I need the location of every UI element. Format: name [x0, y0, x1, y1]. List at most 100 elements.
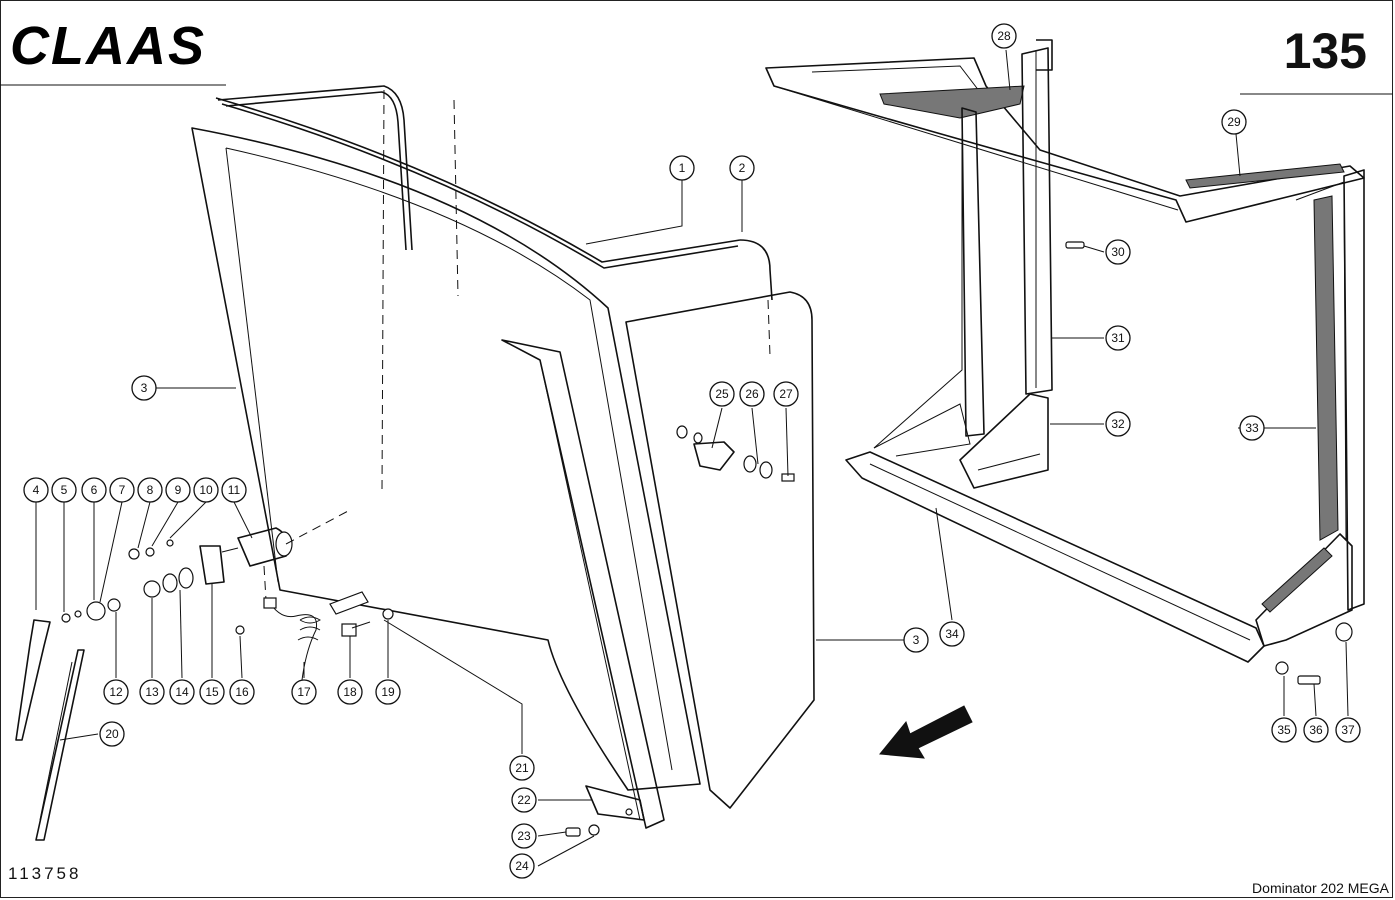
frame-top-rail [765, 57, 1365, 223]
frame-fasteners [1065, 241, 1353, 685]
callout-28: 28 [991, 23, 1017, 49]
svg-text:17: 17 [297, 685, 311, 699]
windscreen-glass-main [191, 127, 701, 791]
callout-20: 20 [99, 721, 125, 747]
frame-bottom-corner [1255, 533, 1353, 647]
callout-30: 30 [1105, 239, 1131, 265]
callout-18: 18 [337, 679, 363, 705]
windscreen-seal-side [381, 89, 773, 491]
callout-5: 5 [51, 477, 77, 503]
svg-text:9: 9 [175, 483, 182, 497]
model-name: Dominator 202 MEGA [1252, 880, 1389, 896]
callout-23: 23 [511, 823, 537, 849]
svg-text:29: 29 [1227, 115, 1241, 129]
callout-10: 10 [193, 477, 219, 503]
svg-text:2: 2 [739, 161, 746, 175]
svg-text:21: 21 [515, 761, 529, 775]
svg-text:25: 25 [715, 387, 729, 401]
callout-27: 27 [773, 381, 799, 407]
frame-bottom-rail [845, 403, 1265, 663]
callout-3-right: 3 [903, 627, 929, 653]
svg-text:36: 36 [1309, 723, 1323, 737]
frame-right-seal [1313, 195, 1339, 541]
direction-arrow [879, 705, 973, 759]
callout-16: 16 [229, 679, 255, 705]
windscreen-seal-top [215, 85, 741, 269]
svg-text:3: 3 [913, 633, 920, 647]
svg-text:5: 5 [61, 483, 68, 497]
svg-text:16: 16 [235, 685, 249, 699]
callout-12: 12 [103, 679, 129, 705]
svg-text:1: 1 [679, 161, 686, 175]
mirror-bracket [676, 425, 795, 482]
svg-text:22: 22 [517, 793, 531, 807]
callout-35: 35 [1271, 717, 1297, 743]
frame-right-top-seal [1185, 163, 1345, 189]
callout-32: 32 [1105, 411, 1131, 437]
svg-text:4: 4 [33, 483, 40, 497]
svg-text:31: 31 [1111, 331, 1125, 345]
callout-3-left: 3 [131, 375, 157, 401]
callout-15: 15 [199, 679, 225, 705]
windscreen-glass-right [625, 291, 815, 809]
cable-plug [329, 591, 394, 637]
svg-text:28: 28 [997, 29, 1011, 43]
svg-text:23: 23 [517, 829, 531, 843]
svg-text:13: 13 [145, 685, 159, 699]
svg-text:11: 11 [228, 483, 241, 497]
callout-29: 29 [1221, 109, 1247, 135]
svg-text:34: 34 [945, 627, 959, 641]
callout-9: 9 [165, 477, 191, 503]
svg-text:12: 12 [109, 685, 123, 699]
page-number: 135 [1283, 23, 1367, 79]
callout-7: 7 [109, 477, 135, 503]
claas-logo: CLAAS [10, 18, 206, 68]
callout-24: 24 [509, 853, 535, 879]
center-pillar [1021, 39, 1053, 395]
svg-text:27: 27 [779, 387, 793, 401]
callout-31: 31 [1105, 325, 1131, 351]
callout-14: 14 [169, 679, 195, 705]
svg-text:15: 15 [205, 685, 219, 699]
callout-37: 37 [1335, 717, 1361, 743]
callout-11: 11 [221, 477, 247, 503]
wiper-motor [221, 509, 351, 601]
callout-26: 26 [739, 381, 765, 407]
svg-text:18: 18 [343, 685, 357, 699]
callout-2: 2 [729, 155, 755, 181]
svg-text:26: 26 [745, 387, 759, 401]
callout-1: 1 [669, 155, 695, 181]
svg-text:37: 37 [1341, 723, 1355, 737]
bottom-bracket [585, 785, 645, 821]
svg-text:3: 3 [141, 381, 148, 395]
wiper-bracket [199, 545, 225, 585]
callout-8: 8 [137, 477, 163, 503]
callout-13: 13 [139, 679, 165, 705]
callout-25: 25 [709, 381, 735, 407]
callout-22: 22 [511, 787, 537, 813]
callout-33: 33 [1239, 415, 1265, 441]
mounting-screw-washer [565, 824, 600, 837]
frame-left-post [873, 107, 985, 449]
svg-text:24: 24 [515, 859, 529, 873]
svg-text:6: 6 [91, 483, 98, 497]
pillar-gusset [959, 393, 1049, 489]
glass-retaining-strip [501, 339, 665, 829]
callout-17: 17 [291, 679, 317, 705]
callout-36: 36 [1303, 717, 1329, 743]
svg-text:30: 30 [1111, 245, 1125, 259]
svg-text:8: 8 [147, 483, 154, 497]
svg-text:10: 10 [199, 483, 213, 497]
callout-4: 4 [23, 477, 49, 503]
washers-row [61, 539, 245, 635]
svg-text:33: 33 [1245, 421, 1259, 435]
svg-text:7: 7 [119, 483, 126, 497]
frame-right-post [1295, 169, 1365, 611]
wiper-arm [15, 619, 51, 741]
logo-text: CLAAS [10, 18, 206, 68]
coiled-cable [263, 597, 321, 681]
leader-lines [35, 49, 1349, 867]
callout-19: 19 [375, 679, 401, 705]
